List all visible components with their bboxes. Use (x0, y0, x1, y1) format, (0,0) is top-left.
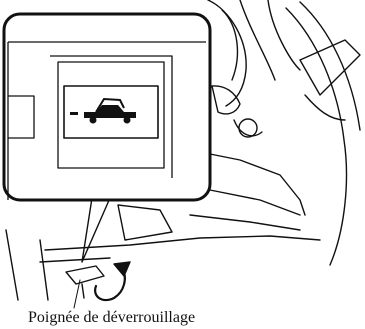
ignition-ring (239, 119, 257, 137)
pull-arrowhead (114, 262, 130, 276)
release-handle (66, 266, 104, 298)
release-handle-caption: Poignée de déverrouillage (28, 309, 195, 327)
callout-pointer (82, 198, 110, 262)
left-pillar (6, 230, 48, 300)
gauge-inner (222, 10, 237, 80)
steering-column (240, 0, 300, 80)
pull-arrow (95, 268, 125, 300)
ignition-detail (234, 120, 262, 136)
steering-wheel-outline (286, 2, 360, 265)
knee-panel (118, 205, 300, 240)
stalk-lever (212, 86, 240, 114)
